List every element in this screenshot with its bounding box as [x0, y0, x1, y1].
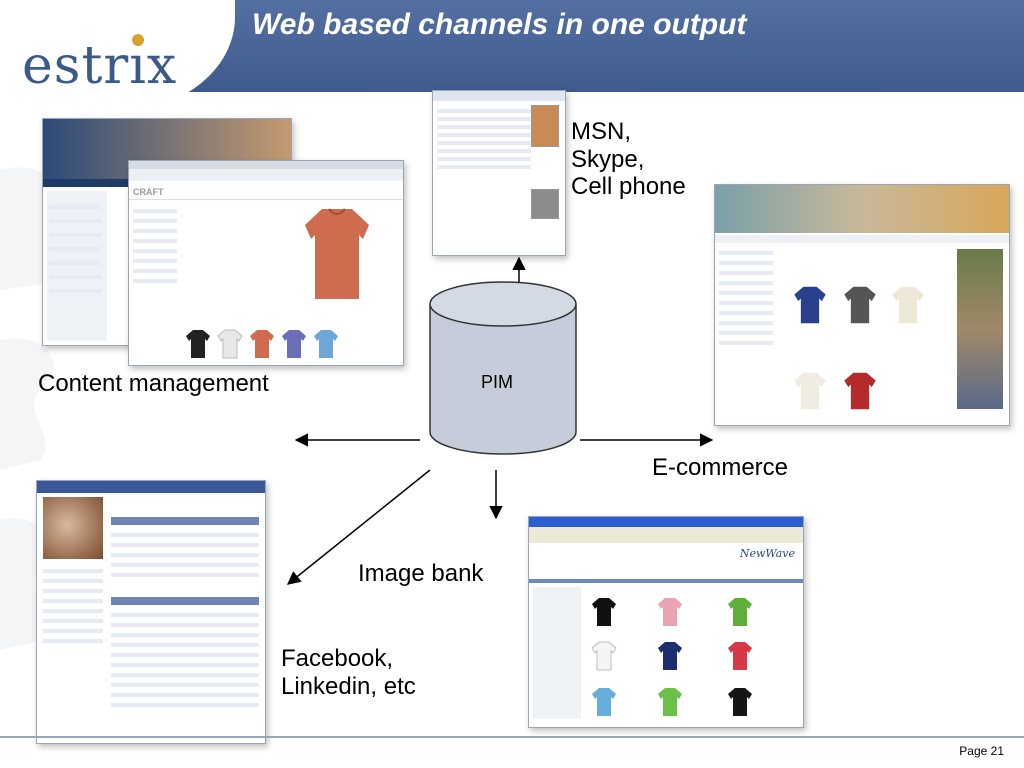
- color-variants: [185, 325, 393, 361]
- pim-label: PIM: [481, 372, 514, 392]
- social-screenshot: [36, 480, 266, 744]
- ecommerce-screenshot: [714, 184, 1010, 426]
- product-shirt-large: [305, 208, 369, 299]
- label-ecommerce: E-commerce: [652, 454, 789, 481]
- pim-cylinder-top: [429, 281, 577, 327]
- label-social: Facebook, Linkedin, etc: [281, 645, 416, 700]
- craft-logo: CRAFT: [133, 187, 164, 197]
- label-imagebank: Image bank: [358, 560, 484, 587]
- profile-photo: [43, 497, 103, 559]
- arrow-to-social: [286, 469, 431, 585]
- pim-cylinder: [429, 304, 577, 455]
- logo-panel: estrıx: [0, 0, 235, 112]
- avatar-top: [531, 105, 559, 147]
- avatar-bottom: [531, 189, 559, 219]
- footer-divider: [0, 736, 1024, 738]
- label-messenger: MSN, Skype, Cell phone: [571, 118, 686, 201]
- imagebank-screenshot: NewWave: [528, 516, 804, 728]
- messenger-screenshot: [432, 90, 566, 256]
- slide-title: Web based channels in one output: [252, 8, 747, 41]
- cms-screenshot-front: CRAFT: [128, 160, 404, 366]
- label-cms: Content management: [38, 370, 269, 397]
- page-number: Page 21: [959, 744, 1004, 758]
- ecommerce-side-banner: [957, 249, 1003, 409]
- newwave-logo: NewWave: [739, 547, 795, 560]
- estrix-logo: estrıx: [22, 36, 178, 96]
